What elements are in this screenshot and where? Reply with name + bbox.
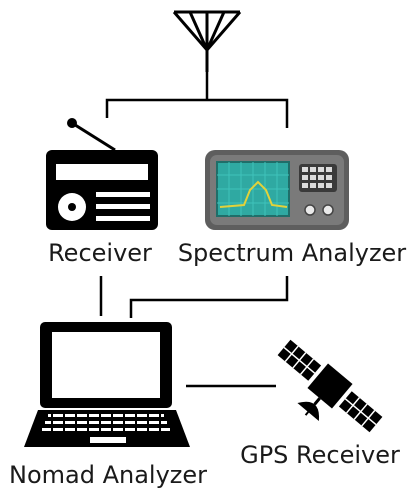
connector-lines (99, 44, 289, 388)
antenna-to-devices-line (105, 98, 289, 128)
radio-icon (46, 118, 158, 230)
spectrum-analyzer-label: Spectrum Analyzer (178, 239, 406, 267)
antenna-icon (172, 10, 242, 72)
spectrum-analyzer-icon (205, 150, 349, 230)
receiver-label: Receiver (48, 239, 152, 267)
laptop-icon (24, 322, 190, 447)
spectrum-to-laptop-line (129, 276, 289, 318)
gps-receiver-label: GPS Receiver (240, 441, 400, 469)
nomad-analyzer-label: Nomad Analyzer (9, 461, 207, 489)
satellite-icon (277, 339, 383, 433)
